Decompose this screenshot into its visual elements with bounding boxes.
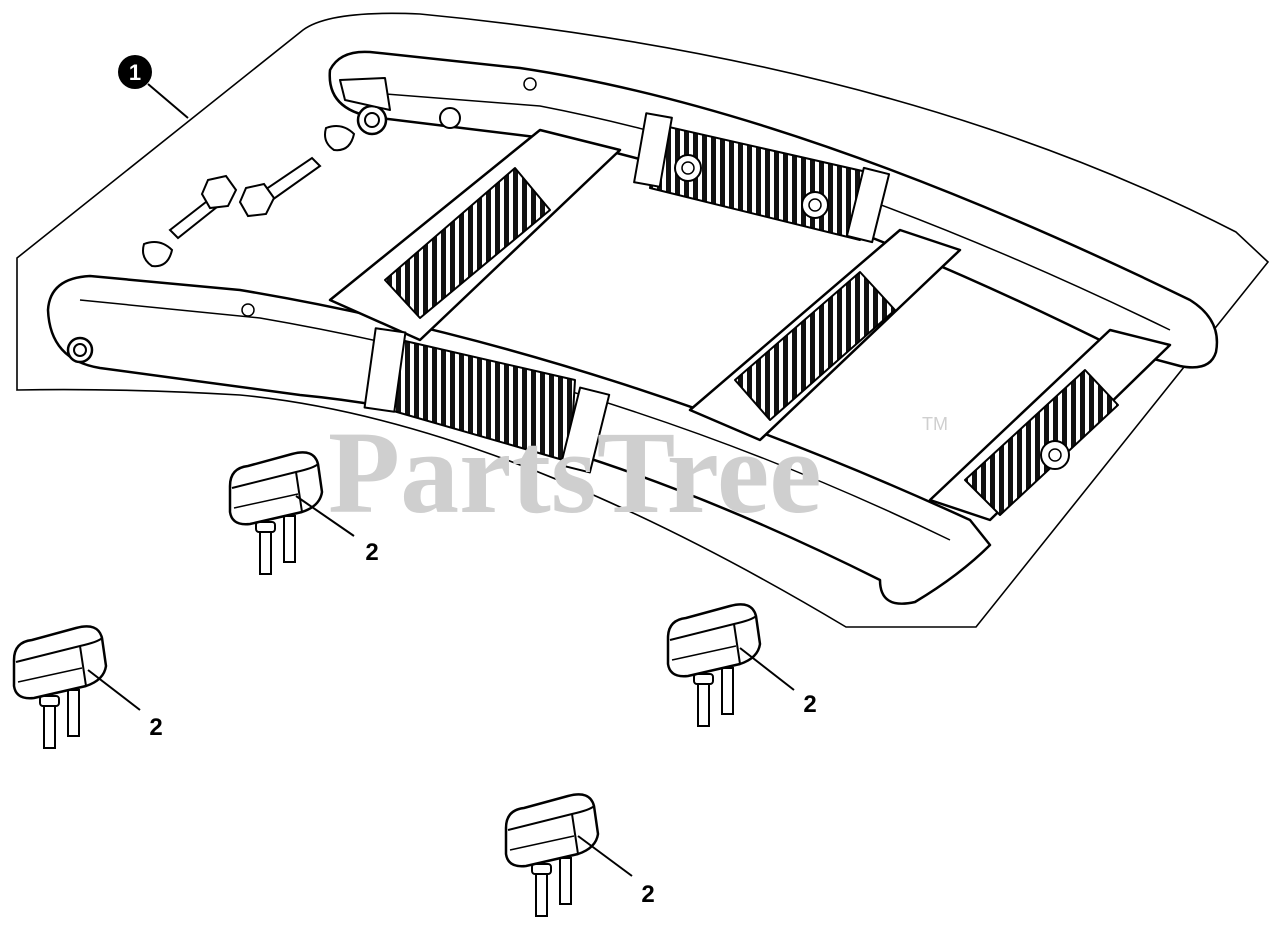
callout-badge bbox=[118, 55, 152, 89]
leader-line-2d bbox=[577, 835, 633, 877]
callout-number-1: 1 bbox=[129, 60, 141, 85]
callout-number-2a: 2 bbox=[365, 539, 378, 566]
knob-bottom bbox=[504, 793, 600, 918]
watermark-text: PartsTree bbox=[328, 407, 822, 538]
leader-line-2b bbox=[87, 669, 141, 711]
callout-1: 1 bbox=[118, 55, 152, 89]
callout-number-2d: 2 bbox=[641, 881, 654, 908]
watermark: PartsTree TM bbox=[328, 407, 948, 538]
mounting-hardware bbox=[142, 125, 356, 268]
leader-line-2c bbox=[739, 647, 795, 691]
knob-left bbox=[12, 625, 108, 750]
knob-top-left bbox=[228, 451, 324, 576]
knob-right bbox=[666, 603, 762, 728]
callout-number-2c: 2 bbox=[803, 691, 816, 718]
callout-number-2b: 2 bbox=[149, 714, 162, 741]
handle-frame bbox=[46, 50, 1219, 605]
leader-line-2a bbox=[295, 495, 355, 537]
leader-lines bbox=[87, 83, 795, 877]
leader-line-1 bbox=[147, 83, 189, 119]
deck-panel-outline bbox=[16, 12, 1270, 628]
watermark-trademark: TM bbox=[922, 414, 948, 434]
